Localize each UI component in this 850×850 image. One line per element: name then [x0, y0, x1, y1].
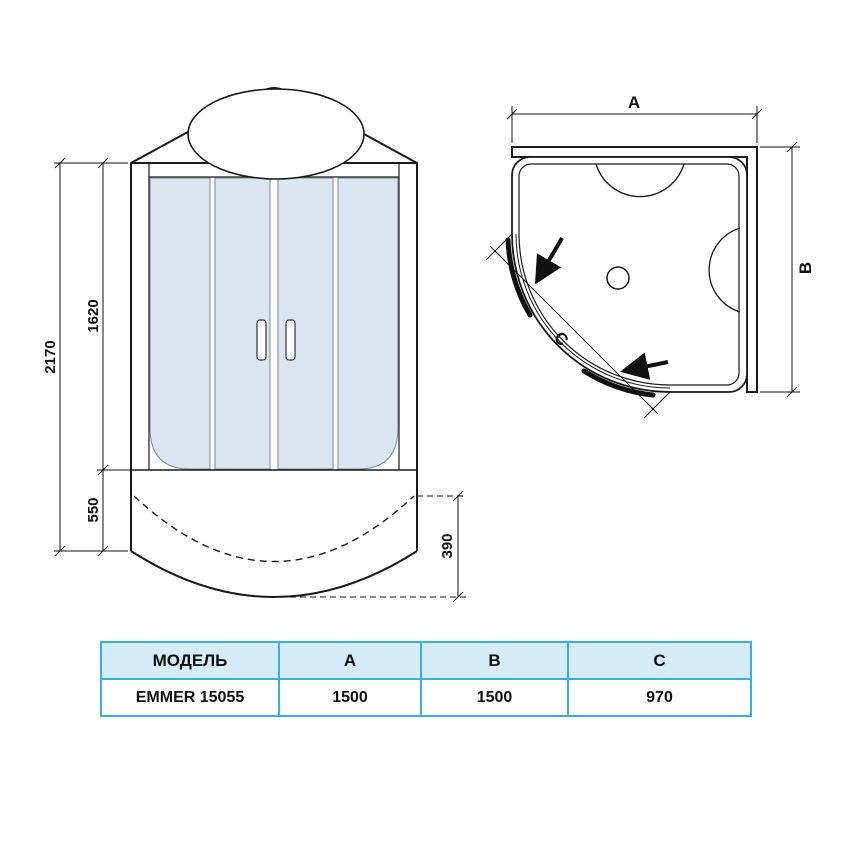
dim-base-height [97, 470, 109, 557]
tray-rim-hidden-curve [133, 495, 415, 563]
door-slide-arrow-lower [620, 352, 669, 380]
spec-value-model: EMMER 15055 [100, 678, 280, 717]
door-handle-left [256, 319, 267, 361]
dim-front-c [485, 233, 671, 419]
dim-tray-height [290, 490, 466, 603]
plan-drain [606, 266, 630, 290]
plan-tray-outer [511, 156, 748, 393]
plan-tray-rim [518, 163, 740, 386]
plan-door-panel-left [505, 237, 533, 318]
door-slide-arrow-upper [534, 236, 564, 285]
spec-header-b: B [420, 641, 569, 680]
spec-table-header-row: МОДЕЛЬ A B C [100, 641, 752, 680]
plan-door-panel-right [581, 368, 656, 398]
glass-panel-fixed-left [149, 177, 211, 470]
spec-table: МОДЕЛЬ A B C EMMER 15055 1500 1500 970 [100, 641, 752, 717]
dim-total-height [54, 157, 128, 557]
dim-total-height-label: 2170 [42, 340, 59, 373]
plan-door-track [515, 233, 671, 389]
spec-header-a: A [278, 641, 422, 680]
spec-value-b: 1500 [420, 678, 569, 717]
glass-panel-fixed-right [337, 177, 399, 470]
dim-width-a [506, 106, 763, 143]
plan-seat-right [708, 227, 741, 313]
roof-dome [187, 88, 365, 180]
spec-header-c: C [567, 641, 752, 680]
plan-seat-top [595, 163, 685, 198]
spec-header-model: МОДЕЛЬ [100, 641, 280, 680]
tray-bottom-curve [130, 550, 418, 598]
plan-walls [511, 146, 758, 393]
door-handle-right [285, 319, 296, 361]
spec-table-data-row: EMMER 15055 1500 1500 970 [100, 678, 752, 717]
dim-base-height-label: 550 [85, 497, 102, 522]
dim-glass-height [97, 157, 131, 476]
spec-value-c: 970 [567, 678, 752, 717]
dim-depth-b-label: B [796, 262, 815, 274]
front-view: 2170 1620 550 390 [42, 87, 466, 603]
dim-glass-height-label: 1620 [85, 299, 102, 332]
spec-value-a: 1500 [278, 678, 422, 717]
dim-depth-b [760, 141, 800, 398]
dim-tray-height-label: 390 [439, 533, 456, 558]
top-view: A B C [485, 93, 815, 419]
dim-width-a-label: A [628, 93, 640, 112]
